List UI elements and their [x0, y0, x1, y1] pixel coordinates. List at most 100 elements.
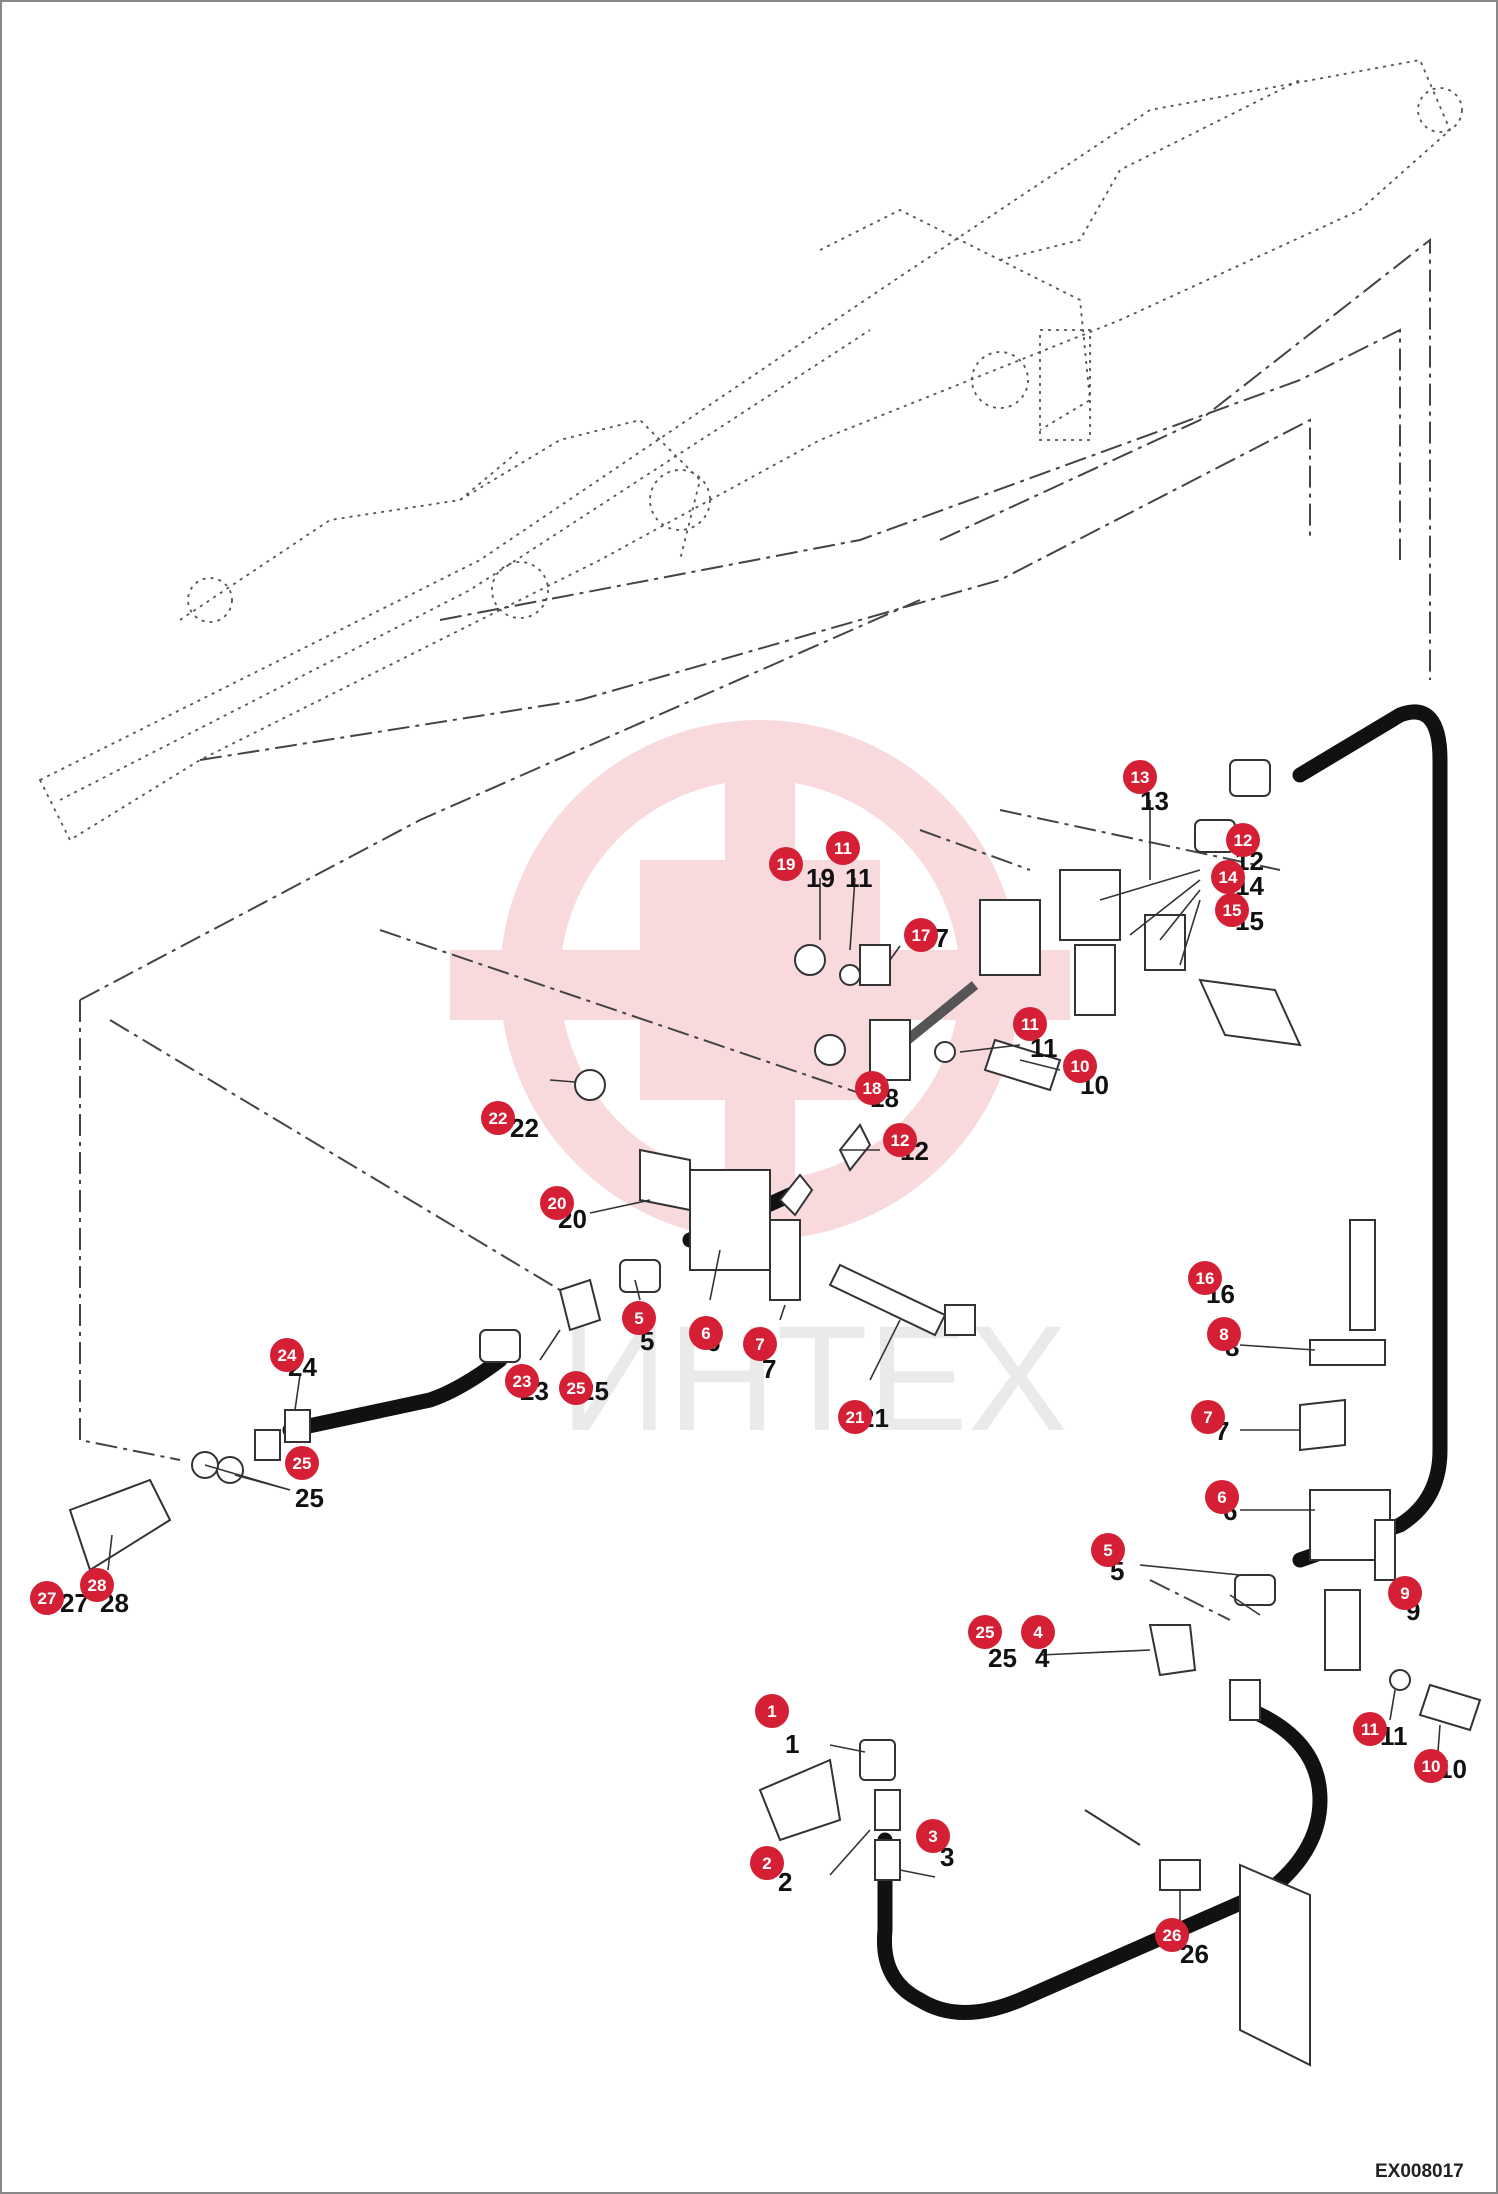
callout-circle	[559, 1371, 593, 1405]
callout-number: 17	[912, 926, 931, 945]
callout-bubble-7[interactable]: 7	[743, 1327, 777, 1361]
callout-circle	[1414, 1749, 1448, 1783]
callout-number: 10	[1422, 1757, 1441, 1776]
callout-circle	[1211, 860, 1245, 894]
callout-number: 13	[1131, 768, 1150, 787]
callout-number: 5	[1103, 1541, 1112, 1560]
callout-number: 5	[634, 1309, 643, 1328]
callout-circle	[743, 1327, 777, 1361]
callout-circle	[838, 1400, 872, 1434]
callout-number: 12	[891, 1131, 910, 1150]
callout-circle	[1191, 1400, 1225, 1434]
callout-number: 25	[567, 1379, 586, 1398]
callout-circle	[916, 1819, 950, 1853]
callout-bubble-20[interactable]: 20	[540, 1186, 574, 1220]
callout-bubble-28[interactable]: 28	[80, 1568, 114, 1602]
callout-number: 7	[1203, 1408, 1212, 1427]
callout-circle	[1091, 1533, 1125, 1567]
callout-circle	[622, 1301, 656, 1335]
callout-bubble-9[interactable]: 9	[1388, 1576, 1422, 1610]
callout-bubble-5[interactable]: 5	[622, 1301, 656, 1335]
part-label-2: 2	[778, 1867, 792, 1897]
callout-bubble-23[interactable]: 23	[505, 1364, 539, 1398]
callout-bubble-14[interactable]: 14	[1211, 860, 1245, 894]
callout-circle	[968, 1615, 1002, 1649]
callout-bubble-7[interactable]: 7	[1191, 1400, 1225, 1434]
callout-number: 3	[928, 1827, 937, 1846]
callout-bubble-17[interactable]: 17	[904, 918, 938, 952]
callout-bubble-6[interactable]: 6	[1205, 1480, 1239, 1514]
callout-bubble-12[interactable]: 12	[1226, 823, 1260, 857]
callout-number: 27	[38, 1589, 57, 1608]
callout-number: 8	[1219, 1325, 1228, 1344]
callout-bubble-1[interactable]: 1	[755, 1694, 789, 1728]
callout-circle	[826, 831, 860, 865]
callout-circle	[883, 1123, 917, 1157]
callout-circle	[540, 1186, 574, 1220]
callout-bubble-6[interactable]: 6	[689, 1316, 723, 1350]
callout-bubble-24[interactable]: 24	[270, 1338, 304, 1372]
callout-circle	[1388, 1576, 1422, 1610]
callout-circle	[1188, 1261, 1222, 1295]
callout-bubble-4[interactable]: 4	[1021, 1615, 1055, 1649]
callout-circle	[1226, 823, 1260, 857]
callout-bubble-8[interactable]: 8	[1207, 1317, 1241, 1351]
callout-bubble-25[interactable]: 25	[559, 1371, 593, 1405]
callout-circle	[689, 1316, 723, 1350]
callout-bubble-2[interactable]: 2	[750, 1846, 784, 1880]
callout-bubble-3[interactable]: 3	[916, 1819, 950, 1853]
callout-number: 28	[88, 1576, 107, 1595]
callout-bubble-25[interactable]: 25	[968, 1615, 1002, 1649]
callout-number: 16	[1196, 1269, 1215, 1288]
callout-bubble-5[interactable]: 5	[1091, 1533, 1125, 1567]
callout-bubble-11[interactable]: 11	[826, 831, 860, 865]
callout-bubble-18[interactable]: 18	[855, 1071, 889, 1105]
callout-number: 24	[278, 1346, 297, 1365]
callout-number: 11	[1361, 1720, 1379, 1739]
callout-bubble-15[interactable]: 15	[1215, 893, 1249, 927]
callout-number: 6	[701, 1324, 710, 1343]
callout-circle	[270, 1338, 304, 1372]
callout-circle	[755, 1694, 789, 1728]
callout-bubble-10[interactable]: 10	[1414, 1749, 1448, 1783]
callout-circle	[30, 1581, 64, 1615]
callout-number: 2	[762, 1854, 771, 1873]
callout-circle	[855, 1071, 889, 1105]
boom-outline	[38, 58, 1463, 842]
callout-circle	[904, 918, 938, 952]
callout-bubble-26[interactable]: 26	[1155, 1918, 1189, 1952]
callout-circle	[1063, 1049, 1097, 1083]
callout-number: 6	[1217, 1488, 1226, 1507]
callout-bubble-11[interactable]: 11	[1013, 1007, 1047, 1041]
callout-number: 10	[1071, 1057, 1090, 1076]
callout-bubble-22[interactable]: 22	[481, 1101, 515, 1135]
callout-bubble-27[interactable]: 27	[30, 1581, 64, 1615]
callout-number: 4	[1033, 1623, 1043, 1642]
callout-number: 21	[846, 1408, 865, 1427]
callout-circle	[1155, 1918, 1189, 1952]
callout-bubble-21[interactable]: 21	[838, 1400, 872, 1434]
callout-circle	[1021, 1615, 1055, 1649]
callout-bubble-16[interactable]: 16	[1188, 1261, 1222, 1295]
callout-circle	[1353, 1712, 1387, 1746]
callout-bubble-12[interactable]: 12	[883, 1123, 917, 1157]
callout-circle	[1123, 760, 1157, 794]
callout-bubble-11[interactable]: 11	[1353, 1712, 1387, 1746]
callout-bubble-10[interactable]: 10	[1063, 1049, 1097, 1083]
part-label-25: 25	[988, 1643, 1017, 1673]
part-label-1: 1	[785, 1729, 799, 1759]
callout-circle	[1207, 1317, 1241, 1351]
callout-number: 25	[293, 1454, 312, 1473]
leader-lines	[107, 800, 1441, 1935]
part-label-19: 19	[806, 863, 835, 893]
callout-bubble-13[interactable]: 13	[1123, 760, 1157, 794]
callout-number: 22	[489, 1109, 508, 1128]
callout-number: 26	[1163, 1926, 1182, 1945]
callout-bubble-25[interactable]: 25	[285, 1446, 319, 1480]
callout-number: 20	[548, 1194, 567, 1213]
callout-bubble-19[interactable]: 19	[769, 847, 803, 881]
callout-circle	[1205, 1480, 1239, 1514]
guide-lines	[79, 237, 1431, 1621]
